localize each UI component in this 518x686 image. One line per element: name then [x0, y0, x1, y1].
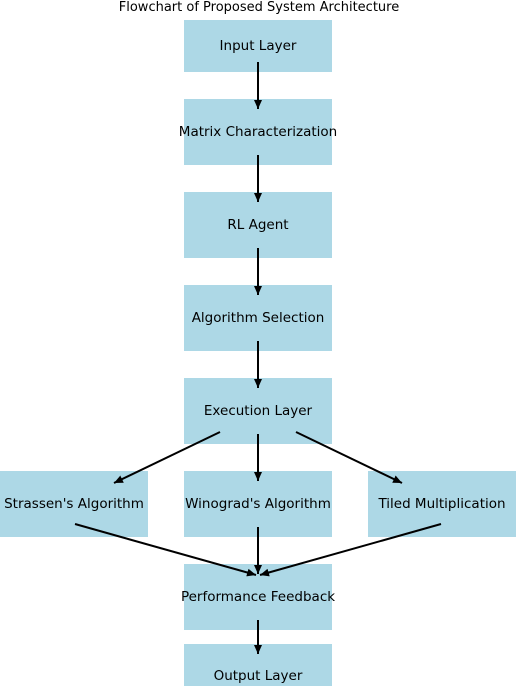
diagram-title: Flowchart of Proposed System Architectur…	[118, 0, 400, 15]
edge-strassen-to-feedback	[74, 523, 257, 577]
node-execution-layer: Execution Layer	[184, 378, 332, 444]
node-rl-agent: RL Agent	[184, 192, 332, 258]
node-performance-feedback: Performance Feedback	[181, 564, 335, 630]
node-matrix-characterization: Matrix Characterization	[179, 99, 337, 165]
node-input-layer: Input Layer	[184, 20, 332, 72]
edge-tiled-to-feedback	[259, 523, 442, 577]
node-algorithm-selection: Algorithm Selection	[184, 285, 332, 351]
node-winograds-algorithm: Winograd's Algorithm	[184, 471, 332, 537]
edge-execution-to-tiled	[295, 431, 403, 484]
edge-execution-to-strassen	[113, 431, 221, 484]
